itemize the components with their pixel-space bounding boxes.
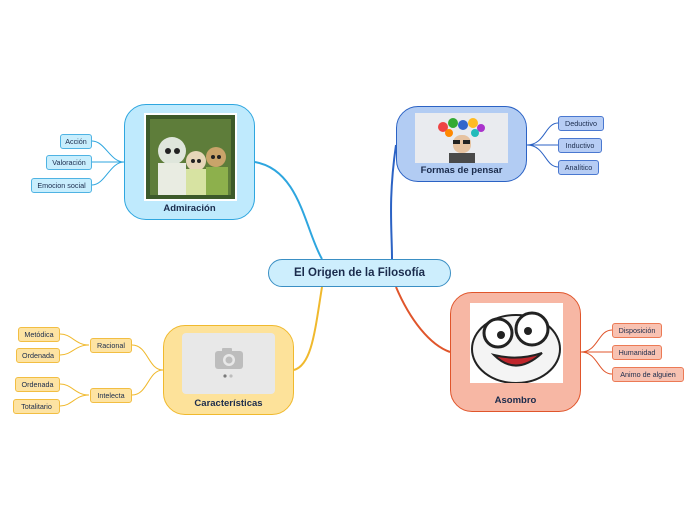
leaf-analitico[interactable]: Analítico (558, 160, 599, 175)
leaf-emocion-social[interactable]: Emocion social (31, 178, 92, 193)
image-placeholder (182, 333, 275, 394)
group-intelecta[interactable]: Intelecta (90, 388, 132, 403)
topic-formas-de-pensar[interactable]: Formas de pensar (396, 106, 527, 182)
camera-icon (215, 348, 243, 378)
leaf-inductivo[interactable]: Inductivo (558, 138, 602, 153)
topic-label: Formas de pensar (420, 165, 503, 176)
topic-label: Admiración (163, 203, 216, 214)
topic-admiracion[interactable]: Admiración (124, 104, 255, 220)
leaf-humanidad[interactable]: Humanidad (612, 345, 662, 360)
group-racional[interactable]: Racional (90, 338, 132, 353)
leaf-deductivo[interactable]: Deductivo (558, 116, 604, 131)
leaf-animo-de-alguien[interactable]: Animo de alguien (612, 367, 684, 382)
leaf-disposicion[interactable]: Disposición (612, 323, 662, 338)
topic-asombro[interactable]: Asombro (450, 292, 581, 412)
asombro-image (470, 303, 563, 383)
topic-caracteristicas[interactable]: Características (163, 325, 294, 415)
formas-image (415, 113, 508, 163)
central-topic[interactable]: El Origen de la Filosofía (268, 259, 451, 287)
leaf-ordenada[interactable]: Ordenada (15, 377, 60, 392)
leaf-accion[interactable]: Acción (60, 134, 92, 149)
leaf-valoracion[interactable]: Valoración (46, 155, 92, 170)
topic-label: Características (194, 398, 263, 409)
leaf-ordenada[interactable]: Ordenada (16, 348, 60, 363)
leaf-metodica[interactable]: Metódica (18, 327, 60, 342)
topic-label: Asombro (494, 395, 537, 406)
leaf-totalitario[interactable]: Totalitario (13, 399, 60, 414)
admiracion-image (144, 113, 237, 201)
